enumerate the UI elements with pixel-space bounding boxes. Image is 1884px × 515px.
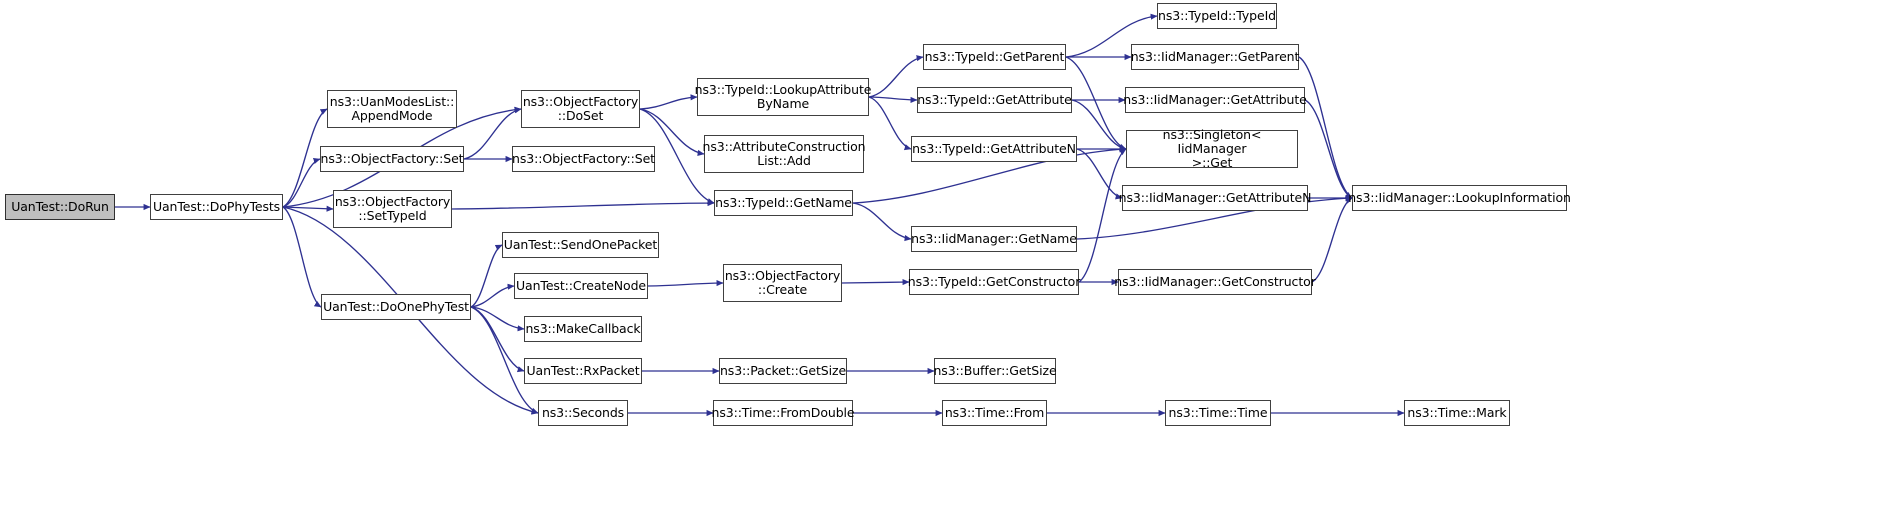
- graph-node-n32[interactable]: ns3::Time::Time: [1165, 400, 1271, 426]
- graph-node-n27[interactable]: ns3::IidManager::GetParent: [1131, 44, 1299, 70]
- graph-node-label: UanTest::DoPhyTests: [152, 199, 281, 214]
- graph-node-n11[interactable]: UanTest::RxPacket: [524, 358, 642, 384]
- graph-edge: [282, 205, 334, 212]
- graph-node-label: UanTest::RxPacket: [526, 363, 640, 378]
- graph-node-label: UanTest::CreateNode: [515, 278, 647, 293]
- graph-node-n9[interactable]: UanTest::CreateNode: [514, 273, 648, 299]
- graph-edge: [451, 199, 715, 210]
- graph-node-n15[interactable]: ns3::TypeId::GetName: [714, 190, 853, 216]
- graph-node-label: ns3::Time::Time: [1168, 405, 1268, 420]
- graph-node-label: ns3::IidManager::GetAttributeN: [1118, 190, 1312, 205]
- graph-edge: [1076, 148, 1123, 200]
- graph-edge: [852, 202, 912, 242]
- graph-node-label: ns3::UanModesList:: AppendMode: [329, 94, 455, 123]
- graph-node-n24[interactable]: ns3::Buffer::GetSize: [933, 358, 1057, 384]
- graph-node-n10[interactable]: ns3::MakeCallback: [524, 316, 642, 342]
- graph-node-label: ns3::ObjectFactory::Set: [320, 151, 464, 166]
- graph-node-n21[interactable]: ns3::TypeId::GetAttributeN: [911, 136, 1077, 162]
- graph-node-label: ns3::Time::FromDouble: [711, 405, 855, 420]
- graph-node-n29[interactable]: ns3::Singleton< IidManager >::Get: [1126, 127, 1298, 170]
- graph-node-label: ns3::Time::From: [944, 405, 1045, 420]
- graph-node-label: UanTest::DoRun: [11, 199, 109, 214]
- graph-node-label: ns3::AttributeConstruction List::Add: [702, 139, 866, 168]
- graph-node-n14[interactable]: ns3::AttributeConstruction List::Add: [702, 135, 866, 173]
- graph-node-n16[interactable]: ns3::ObjectFactory ::Create: [723, 264, 842, 302]
- graph-node-n22[interactable]: ns3::IidManager::GetName: [911, 226, 1077, 252]
- graph-edge: [1304, 99, 1353, 199]
- graph-edge: [1071, 99, 1127, 151]
- graph-node-label: ns3::TypeId::GetConstructor: [907, 274, 1081, 289]
- graph-node-label: ns3::TypeId::LookupAttribute ByName: [694, 82, 872, 111]
- graph-node-label: ns3::IidManager::LookupInformation: [1348, 190, 1571, 205]
- graph-node-n1[interactable]: UanTest::DoPhyTests: [150, 194, 283, 220]
- graph-node-n4[interactable]: ns3::ObjectFactory ::SetTypeId: [333, 190, 452, 228]
- graph-node-n30[interactable]: ns3::IidManager::GetAttributeN: [1119, 185, 1311, 211]
- graph-node-label: ns3::IidManager::GetAttribute: [1123, 92, 1307, 107]
- graph-node-n5[interactable]: UanTest::DoOnePhyTest: [321, 294, 471, 320]
- graph-edge: [282, 157, 321, 208]
- graph-edge: [470, 283, 515, 308]
- graph-node-n0[interactable]: UanTest::DoRun: [5, 194, 115, 220]
- graph-node-label: ns3::TypeId::GetName: [715, 195, 852, 210]
- graph-node-n12[interactable]: ns3::Seconds: [538, 400, 628, 426]
- graph-node-label: ns3::TypeId::TypeId: [1158, 8, 1276, 23]
- graph-node-n26[interactable]: ns3::TypeId::TypeId: [1157, 3, 1277, 29]
- graph-node-n19[interactable]: ns3::TypeId::GetParent: [923, 44, 1066, 70]
- graph-node-label: ns3::IidManager::GetConstructor: [1114, 274, 1316, 289]
- graph-node-n7[interactable]: ns3::ObjectFactory::Set: [512, 146, 655, 172]
- graph-node-label: ns3::MakeCallback: [525, 321, 641, 336]
- graph-edge: [868, 96, 912, 151]
- graph-node-label: UanTest::SendOnePacket: [503, 237, 658, 252]
- graph-edge: [470, 306, 525, 373]
- graph-node-label: ns3::IidManager::GetName: [911, 231, 1077, 246]
- graph-edge: [639, 94, 698, 110]
- graph-node-label: ns3::TypeId::GetParent: [924, 49, 1065, 64]
- graph-node-label: ns3::IidManager::GetParent: [1130, 49, 1300, 64]
- graph-node-label: ns3::TypeId::GetAttribute: [917, 92, 1072, 107]
- graph-node-n13[interactable]: ns3::TypeId::LookupAttribute ByName: [694, 78, 872, 116]
- graph-node-label: ns3::ObjectFactory ::Create: [724, 268, 841, 297]
- graph-node-label: ns3::Packet::GetSize: [719, 363, 847, 378]
- graph-node-n33[interactable]: ns3::IidManager::LookupInformation: [1348, 185, 1571, 211]
- graph-node-label: ns3::ObjectFactory::Set: [512, 151, 655, 166]
- graph-node-n28[interactable]: ns3::IidManager::GetAttribute: [1123, 87, 1307, 113]
- graph-edge: [868, 55, 924, 98]
- graph-node-n34[interactable]: ns3::Time::Mark: [1404, 400, 1510, 426]
- graph-node-label: UanTest::DoOnePhyTest: [323, 299, 469, 314]
- graph-edge: [868, 96, 918, 103]
- graph-node-label: ns3::Time::Mark: [1407, 405, 1507, 420]
- graph-node-n6[interactable]: ns3::ObjectFactory ::DoSet: [521, 90, 640, 128]
- graph-node-n23[interactable]: ns3::TypeId::GetConstructor: [907, 269, 1081, 295]
- graph-node-label: ns3::ObjectFactory ::SetTypeId: [334, 194, 451, 223]
- graph-node-n25[interactable]: ns3::Time::From: [942, 400, 1047, 426]
- graph-edge: [841, 279, 910, 286]
- graph-node-label: ns3::Buffer::GetSize: [933, 363, 1057, 378]
- graph-edge: [647, 279, 724, 287]
- graph-node-label: ns3::ObjectFactory ::DoSet: [522, 94, 639, 123]
- graph-node-n3[interactable]: ns3::ObjectFactory::Set: [320, 146, 464, 172]
- graph-node-n18[interactable]: ns3::Time::FromDouble: [711, 400, 855, 426]
- graph-node-n17[interactable]: ns3::Packet::GetSize: [719, 358, 847, 384]
- graph-edge: [470, 244, 503, 308]
- graph-edge: [1298, 56, 1353, 199]
- graph-node-label: ns3::Singleton< IidManager >::Get: [1162, 127, 1262, 170]
- graph-edge: [282, 206, 322, 308]
- graph-edge: [470, 306, 525, 332]
- graph-node-label: ns3::TypeId::GetAttributeN: [912, 141, 1076, 156]
- graph-node-n2[interactable]: ns3::UanModesList:: AppendMode: [327, 90, 457, 128]
- graph-node-n8[interactable]: UanTest::SendOnePacket: [502, 232, 659, 258]
- graph-node-n20[interactable]: ns3::TypeId::GetAttribute: [917, 87, 1072, 113]
- graph-node-n31[interactable]: ns3::IidManager::GetConstructor: [1114, 269, 1316, 295]
- graph-edge: [1311, 197, 1353, 283]
- graph-edge: [1078, 148, 1127, 283]
- graph-node-label: ns3::Seconds: [541, 405, 625, 420]
